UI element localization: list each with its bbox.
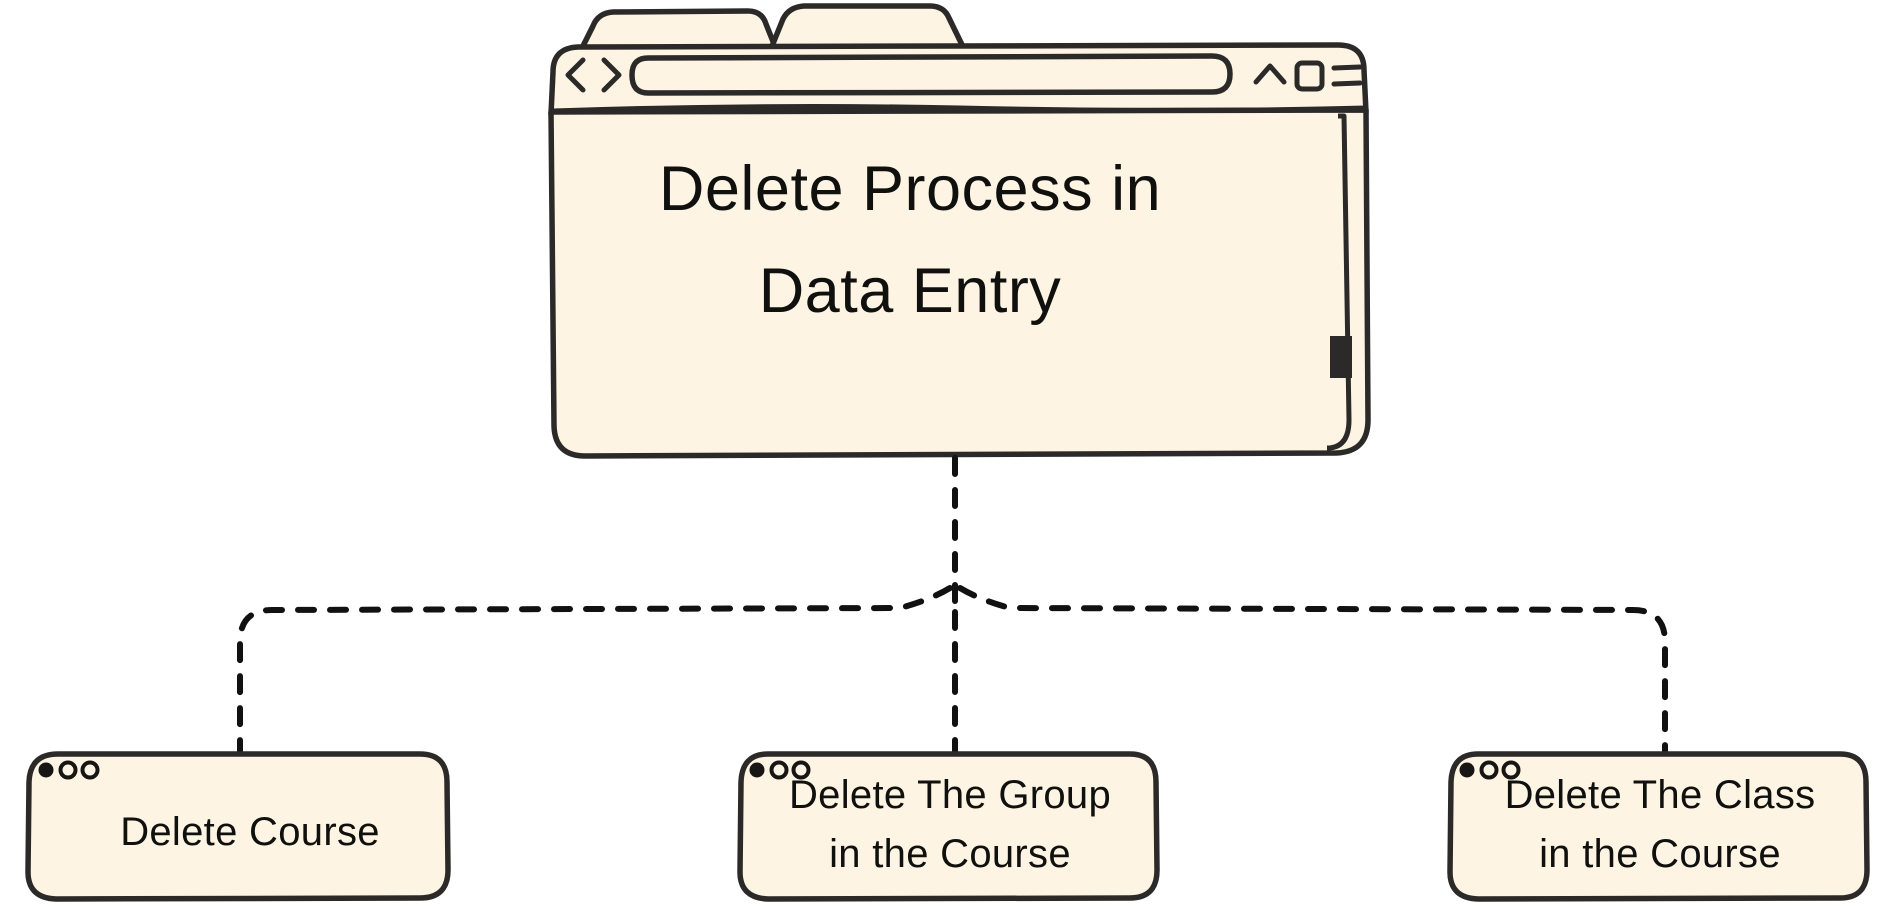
menu-button[interactable]: [1332, 58, 1368, 92]
delete-course-card[interactable]: [28, 752, 448, 900]
browser-tab-1[interactable]: [580, 10, 770, 52]
delete-class-card[interactable]: [1448, 752, 1868, 900]
maximize-button[interactable]: [1292, 58, 1328, 92]
back-button[interactable]: [562, 58, 594, 92]
address-input[interactable]: [634, 58, 1222, 92]
connector-left: [237, 585, 953, 755]
delete-class-card-label: Delete The Class in the Course: [1504, 773, 1816, 877]
delete-course-card-label: Delete Course: [120, 810, 380, 854]
delete-group-card[interactable]: [740, 752, 1158, 900]
connector-lines: [237, 455, 1668, 755]
collapse-button[interactable]: [1252, 58, 1288, 92]
page-title: Delete Process in Data Entry: [658, 154, 1162, 327]
vertical-scrollbar[interactable]: [1332, 110, 1356, 440]
delete-group-card-label: Delete The Group in the Course: [788, 773, 1112, 877]
browser-tab-2[interactable]: [780, 6, 970, 54]
forward-button[interactable]: [594, 58, 626, 92]
connector-right: [957, 585, 1668, 755]
